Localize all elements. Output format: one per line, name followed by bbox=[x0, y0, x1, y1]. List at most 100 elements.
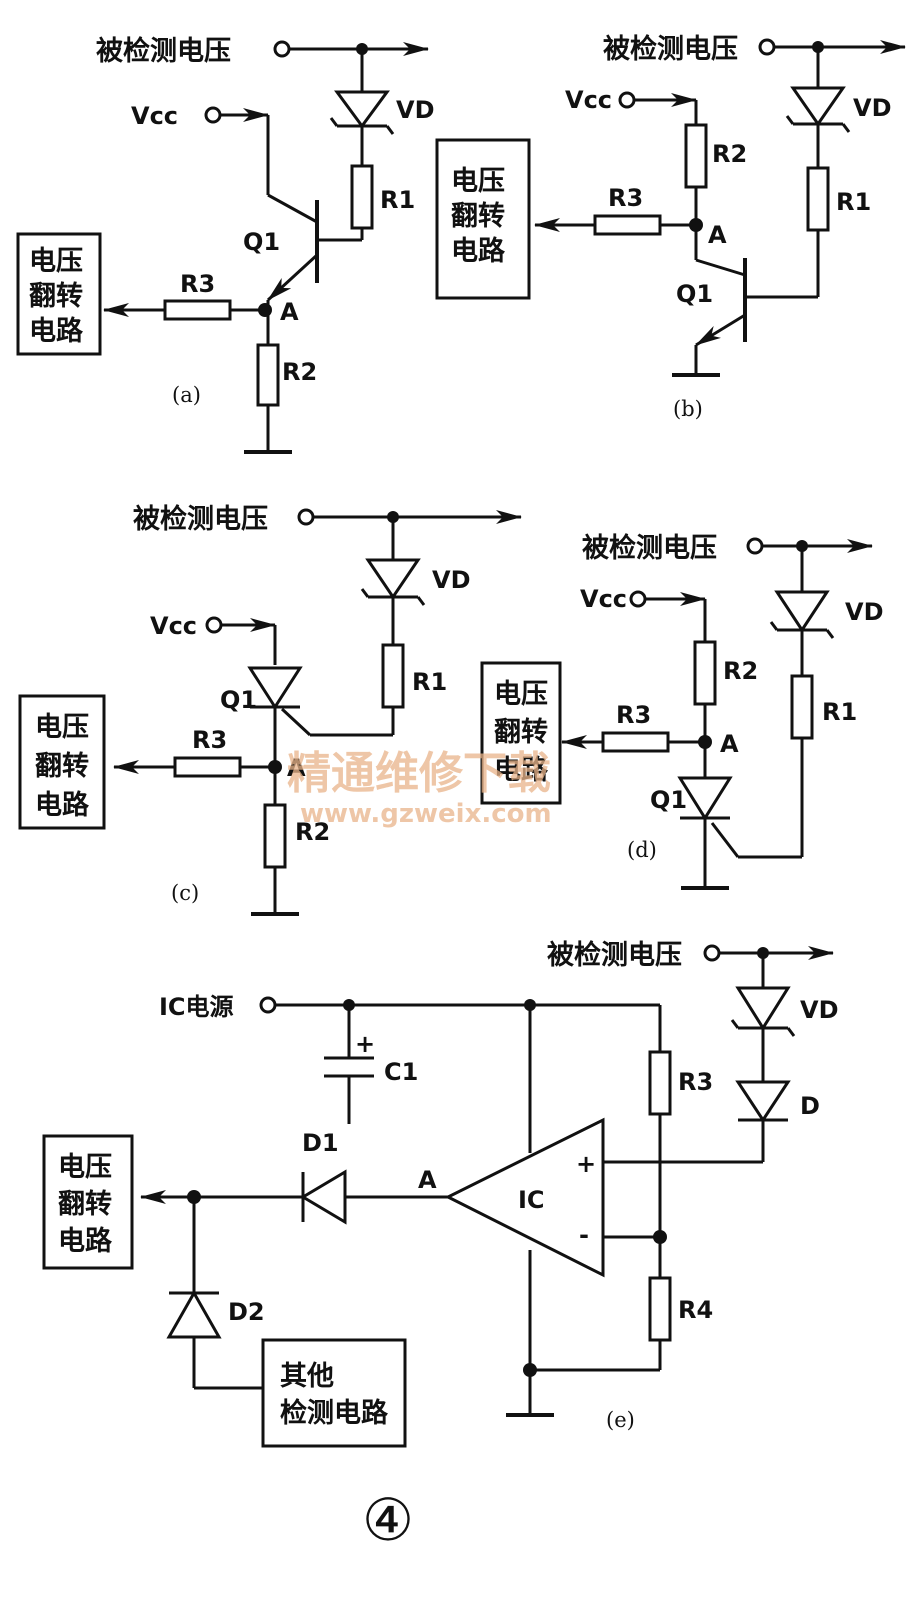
flip-label-line2-b: 翻转 bbox=[451, 201, 505, 232]
junction-c-top bbox=[387, 511, 399, 523]
circuit-d bbox=[480, 537, 873, 890]
flip-label-line3-c: 电路 bbox=[35, 789, 90, 821]
junction-e-c1 bbox=[343, 999, 355, 1011]
label-q1-d: Q1 bbox=[650, 786, 687, 814]
label-vcc-b: Vcc bbox=[565, 86, 612, 114]
thyristor-q1-c bbox=[247, 666, 303, 710]
circuit-e bbox=[42, 944, 834, 1448]
label-r1-a: R1 bbox=[380, 186, 415, 214]
label-r1-d: R1 bbox=[822, 698, 857, 726]
junction-e-minus bbox=[653, 1230, 667, 1244]
resistor-r2-a bbox=[256, 343, 280, 407]
flip-label-line3-d: 电路 bbox=[494, 754, 549, 786]
junction-e-ground bbox=[523, 1363, 537, 1377]
other-label-line2: 检测电路 bbox=[280, 1397, 389, 1429]
voltage-flip-circuit-box-e bbox=[42, 1134, 134, 1270]
label-op-minus: - bbox=[579, 1221, 589, 1249]
label-c1-plus: + bbox=[355, 1030, 375, 1058]
terminal-ic-power bbox=[259, 996, 277, 1014]
label-r2-c: R2 bbox=[295, 818, 330, 846]
label-vcc-a: Vcc bbox=[131, 102, 178, 130]
junction-c-node bbox=[268, 760, 282, 774]
label-r3-d: R3 bbox=[616, 701, 651, 729]
junction-a-top bbox=[356, 43, 368, 55]
label-detected-voltage-c: 被检测电压 bbox=[133, 503, 268, 535]
resistor-r3-e bbox=[648, 1050, 672, 1116]
junction-d-top bbox=[796, 540, 808, 552]
junction-b-node bbox=[689, 218, 703, 232]
op-amp-ic bbox=[444, 1117, 605, 1278]
resistor-r2-b bbox=[684, 123, 708, 189]
junction-e-ic-power bbox=[524, 999, 536, 1011]
flip-label-line1-b: 电压 bbox=[451, 166, 505, 197]
label-r3-a: R3 bbox=[180, 270, 215, 298]
resistor-r1-c bbox=[381, 643, 405, 709]
labels-a: 被检测电压 Vcc VD R1 Q1 R3 A R2 电压 翻转 电路 (a) bbox=[29, 35, 435, 407]
labels-b: 被检测电压 Vcc VD R2 R1 R3 A Q1 电压 翻转 电路 (b) bbox=[451, 33, 892, 421]
labels-d: 被检测电压 Vcc VD R2 R1 R3 A Q1 电压 翻转 电路 (d) bbox=[494, 532, 884, 862]
figure-number: ④ bbox=[362, 1486, 414, 1554]
resistor-r3-d bbox=[601, 731, 670, 753]
caption-e: (e) bbox=[606, 1408, 635, 1432]
label-vd-c: VD bbox=[432, 566, 471, 594]
terminal-detected-voltage-a bbox=[273, 40, 291, 58]
label-r2-d: R2 bbox=[723, 657, 758, 685]
flip-label-line2-e: 翻转 bbox=[58, 1189, 112, 1220]
flip-label-line2-c: 翻转 bbox=[35, 751, 89, 782]
label-vcc-c: Vcc bbox=[150, 612, 197, 640]
label-r1-c: R1 bbox=[412, 668, 447, 696]
flip-label-line3-e: 电路 bbox=[58, 1225, 113, 1257]
label-vd-e: VD bbox=[800, 996, 839, 1024]
label-vd-d: VD bbox=[845, 598, 884, 626]
voltage-flip-circuit-box-c bbox=[18, 694, 106, 830]
circuit-c bbox=[18, 508, 522, 916]
flip-label-line1-e: 电压 bbox=[58, 1152, 112, 1183]
label-node-a-e: A bbox=[418, 1166, 437, 1194]
label-r3-c: R3 bbox=[192, 726, 227, 754]
label-c1: C1 bbox=[384, 1058, 418, 1086]
label-r2-a: R2 bbox=[282, 358, 317, 386]
watermark-text: 精通维修下载 bbox=[287, 748, 551, 799]
caption-c: (c) bbox=[171, 881, 199, 905]
junction-e-output bbox=[187, 1190, 201, 1204]
circuit-b bbox=[435, 38, 906, 377]
junction-b-top bbox=[812, 41, 824, 53]
flip-label-line2-d: 翻转 bbox=[494, 717, 548, 748]
flip-label-line2-a: 翻转 bbox=[29, 281, 83, 312]
resistor-r2-c bbox=[263, 803, 287, 869]
labels-e: 被检测电压 IC电源 + C1 VD R3 D D1 A IC + - R4 D… bbox=[58, 939, 839, 1432]
label-r2-b: R2 bbox=[712, 140, 747, 168]
label-node-a-d: A bbox=[720, 730, 739, 758]
label-vd-b: VD bbox=[853, 94, 892, 122]
diode-d1-e bbox=[300, 1169, 347, 1225]
label-vcc-d: Vcc bbox=[580, 585, 627, 613]
voltage-flip-circuit-box-d bbox=[480, 661, 562, 805]
label-q1-b: Q1 bbox=[676, 280, 713, 308]
other-detection-circuit-box bbox=[261, 1338, 407, 1448]
caption-b: (b) bbox=[673, 397, 703, 421]
label-ic-power: IC电源 bbox=[159, 993, 234, 1021]
terminal-vcc-c bbox=[205, 616, 223, 634]
label-detected-voltage-b: 被检测电压 bbox=[603, 33, 738, 65]
label-d-e: D bbox=[800, 1092, 820, 1120]
flip-label-line1-d: 电压 bbox=[494, 679, 548, 710]
flip-label-line3-b: 电路 bbox=[451, 235, 506, 267]
resistor-r1-a bbox=[350, 164, 374, 230]
caption-a: (a) bbox=[172, 383, 201, 407]
label-d1-e: D1 bbox=[302, 1129, 339, 1157]
thyristor-q1-d bbox=[677, 776, 733, 821]
label-q1-c: Q1 bbox=[220, 686, 257, 714]
terminal-vcc-b bbox=[618, 91, 636, 109]
junction-e-top bbox=[757, 947, 769, 959]
flip-label-line3-a: 电路 bbox=[29, 315, 84, 347]
terminal-detected-voltage-b bbox=[758, 38, 776, 56]
terminal-detected-voltage-e bbox=[703, 944, 721, 962]
resistor-r3-a bbox=[163, 299, 232, 321]
flip-label-line1-a: 电压 bbox=[29, 246, 83, 277]
label-r4-e: R4 bbox=[678, 1296, 713, 1324]
resistor-r2-d bbox=[693, 640, 717, 706]
caption-d: (d) bbox=[627, 838, 657, 862]
label-vd-a: VD bbox=[396, 96, 435, 124]
diode-d-e bbox=[735, 1080, 791, 1123]
